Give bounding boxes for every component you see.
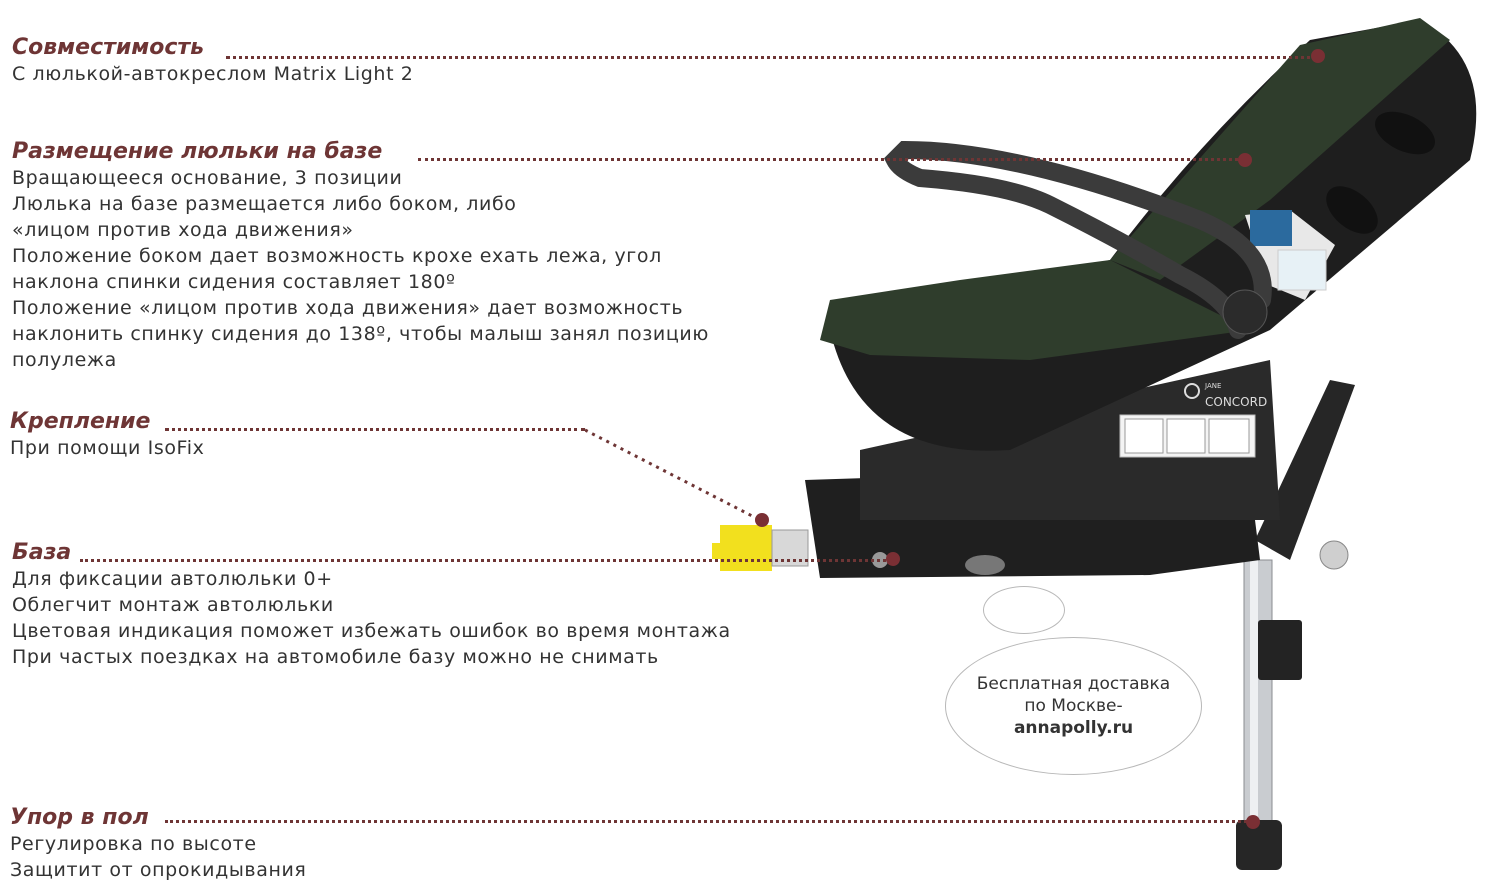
- leader-place: [418, 158, 1245, 161]
- promo-line2: по Москве-: [1024, 696, 1123, 716]
- promo-site-link[interactable]: annapolly.ru: [1013, 718, 1134, 738]
- feature-line: Цветовая индикация поможет избежать ошиб…: [12, 620, 731, 642]
- feature-line: наклона спинки сидения составляет 180º: [12, 271, 456, 293]
- callout-dot-leg: [1246, 815, 1260, 829]
- feature-line: Люлька на базе размещается либо боком, л…: [12, 193, 517, 215]
- callout-dot-mount: [755, 513, 769, 527]
- brand-line2: CONCORD: [1205, 395, 1267, 409]
- feature-line: Защитит от опрокидывания: [10, 859, 307, 881]
- feature-support-leg: Упор в пол Регулировка по высоте Защитит…: [10, 805, 306, 883]
- feature-line: Для фиксации автолюльки 0+: [12, 568, 333, 590]
- promo-line1: Бесплатная доставка: [976, 674, 1171, 694]
- feature-placement: Размещение люльки на базе Вращающееся ос…: [12, 139, 709, 373]
- feature-line: «лицом против хода движения»: [12, 219, 354, 241]
- feature-line: наклонить спинку сидения до 138º, чтобы …: [12, 323, 709, 345]
- feature-title: База: [12, 540, 72, 565]
- feature-title: Упор в пол: [10, 805, 149, 830]
- isofix-base: JANE CONCORD: [712, 360, 1280, 578]
- feature-line: Положение боком дает возможность крохе е…: [12, 245, 662, 267]
- feature-line: полулежа: [12, 349, 117, 371]
- leader-base: [80, 559, 892, 562]
- feature-title: Крепление: [10, 409, 151, 434]
- speech-bubble-tail: [983, 586, 1065, 634]
- leader-leg: [165, 820, 1253, 823]
- feature-line: При частых поездках на автомобиле базу м…: [12, 646, 659, 668]
- leader-mount-diagonal: [585, 428, 761, 522]
- feature-line: Вращающееся основание, 3 позиции: [12, 167, 403, 189]
- leader-mount: [165, 428, 585, 431]
- brand-line1: JANE: [1204, 382, 1221, 390]
- callout-dot-compat: [1311, 49, 1325, 63]
- feature-line: При помощи IsoFix: [10, 437, 205, 459]
- feature-line: Регулировка по высоте: [10, 833, 257, 855]
- feature-line: Положение «лицом против хода движения» д…: [12, 297, 684, 319]
- feature-mounting: Крепление При помощи IsoFix: [10, 409, 204, 461]
- feature-base: База Для фиксации автолюльки 0+ Облегчит…: [12, 540, 731, 670]
- callout-dot-base: [886, 552, 900, 566]
- delivery-promo-bubble[interactable]: Бесплатная доставка по Москве- annapolly…: [945, 637, 1202, 775]
- support-leg: [1236, 380, 1355, 870]
- feature-compatibility: Совместимость С люлькой-автокреслом Matr…: [12, 35, 413, 87]
- carry-handle: [884, 140, 1272, 339]
- carrier-shell: [820, 18, 1477, 451]
- leader-compat: [226, 56, 1318, 59]
- feature-line: С люлькой-автокреслом Matrix Light 2: [12, 63, 414, 85]
- feature-title: Совместимость: [12, 35, 205, 60]
- feature-line: Облегчит монтаж автолюльки: [12, 594, 334, 616]
- callout-dot-place: [1238, 153, 1252, 167]
- feature-title: Размещение люльки на базе: [12, 139, 383, 164]
